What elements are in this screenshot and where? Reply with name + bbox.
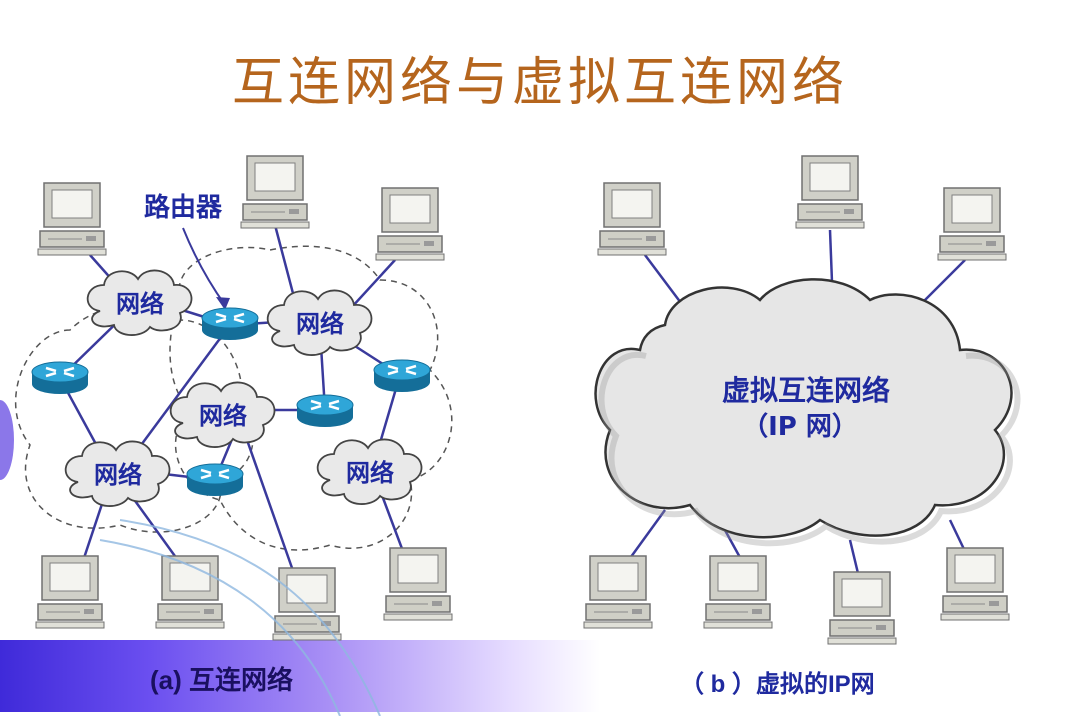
cloud-title: 虚拟互连网络 <box>722 374 890 407</box>
router-icon <box>185 462 245 498</box>
computer-icon <box>795 155 865 229</box>
router-icon <box>200 306 260 342</box>
router-label: 路由器 <box>144 192 223 223</box>
caption-b: （ b ）虚拟的IP网 <box>680 671 875 698</box>
computer-icon <box>940 547 1010 621</box>
computer-icon <box>35 555 105 629</box>
computer-icon <box>937 187 1007 261</box>
cloud-subtitle: （IP 网） <box>742 412 858 442</box>
caption-a: (a) 互连网络 <box>150 665 294 695</box>
computer-icon <box>155 555 225 629</box>
router-pointer-arrow <box>182 227 230 310</box>
network-label: 网络 <box>346 459 394 487</box>
slide-title: 互连网络与虚拟互连网络 <box>231 53 848 113</box>
network-label: 网络 <box>94 461 142 489</box>
computer-icon <box>827 571 897 645</box>
router-icon <box>372 358 432 394</box>
computer-icon <box>583 555 653 629</box>
network-label: 网络 <box>199 402 247 430</box>
caption-bar <box>0 640 600 712</box>
computer-icon <box>375 187 445 261</box>
computer-icon <box>597 182 667 256</box>
router-icon <box>30 360 90 396</box>
computer-icon <box>383 547 453 621</box>
decorative-swoosh <box>99 519 381 716</box>
computer-icon <box>37 182 107 256</box>
network-label: 网络 <box>116 290 164 318</box>
virtual-network-cloud <box>594 278 1021 547</box>
computer-icon <box>240 155 310 229</box>
computer-icon <box>703 555 773 629</box>
router-icon <box>295 393 355 429</box>
network-label: 网络 <box>296 310 344 338</box>
